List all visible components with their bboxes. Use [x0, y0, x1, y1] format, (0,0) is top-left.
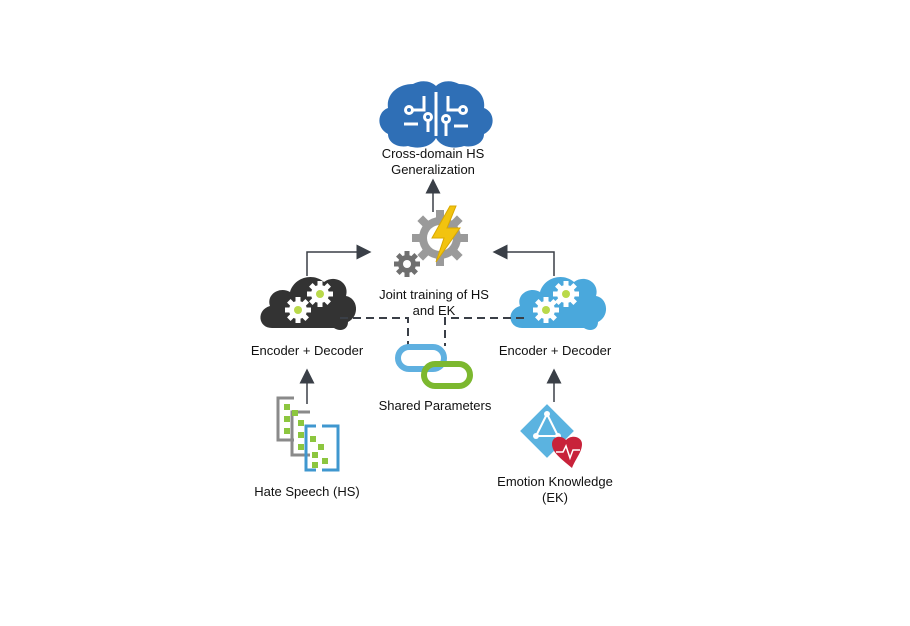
blue-cloud-gears-icon [510, 277, 607, 330]
goal-label: Cross-domain HS Generalization [356, 146, 510, 178]
hate-speech-label: Hate Speech (HS) [254, 484, 360, 499]
chain-link-icon [395, 344, 473, 389]
ek-label-line2: (EK) [542, 490, 568, 505]
ek-label-line1: Emotion Knowledge [497, 474, 613, 489]
goal-label-line2: Generalization [391, 162, 475, 177]
heart-diagram-icon [520, 404, 582, 468]
shared-parameters-label: Shared Parameters [378, 398, 492, 413]
goal-label-line1: Cross-domain HS [381, 146, 485, 161]
gears-lightning-icon [394, 205, 468, 277]
brain-circuit-icon [379, 81, 493, 148]
hs-encoder-decoder-label: Encoder + Decoder [250, 343, 364, 358]
data-stack-icon [276, 396, 340, 472]
joint-label-line1: Joint training of HS [379, 287, 489, 302]
emotion-knowledge-label: Emotion Knowledge (EK) [482, 474, 628, 506]
joint-training-label: Joint training of HS and EK [354, 287, 514, 319]
joint-label-line2: and EK [412, 303, 456, 318]
ek-encoder-decoder-label: Encoder + Decoder [498, 343, 612, 358]
dark-cloud-gears-icon [260, 277, 357, 330]
